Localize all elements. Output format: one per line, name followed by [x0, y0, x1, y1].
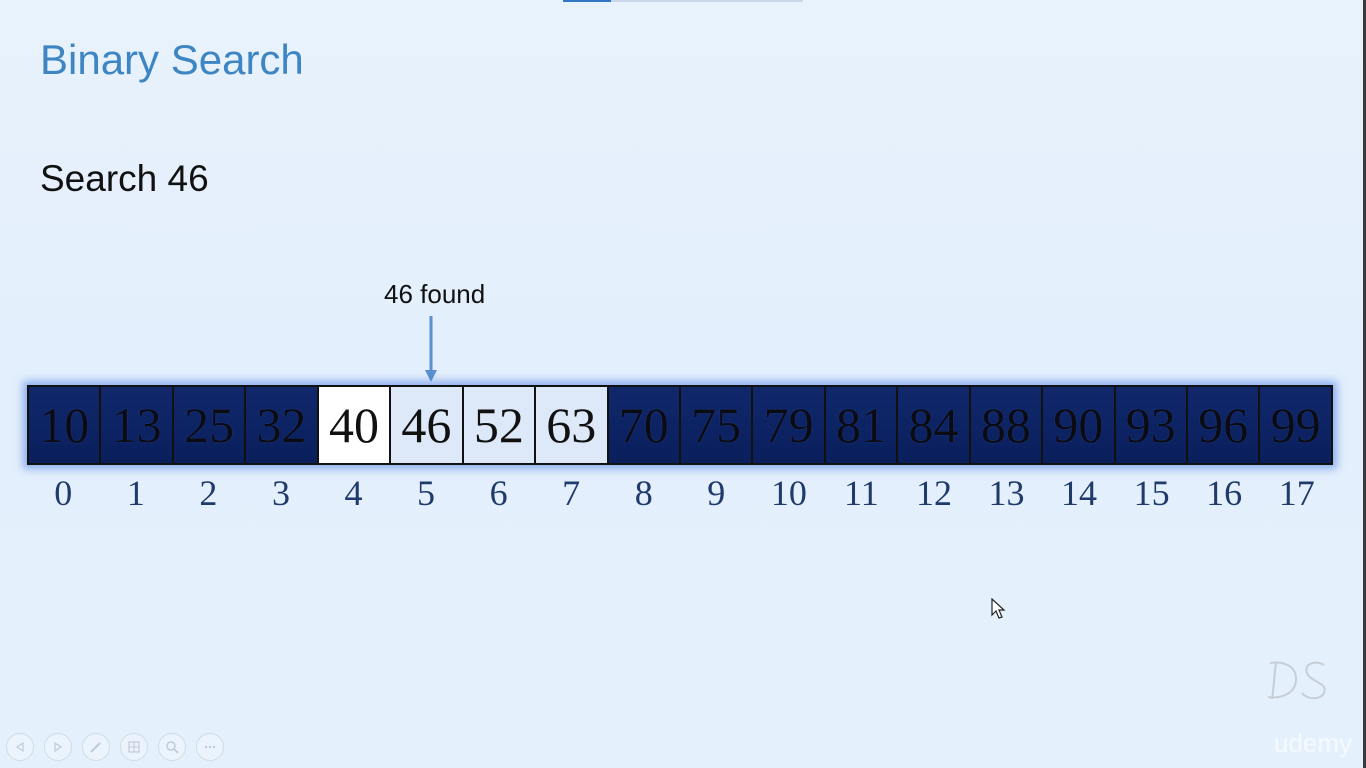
previous-icon	[15, 741, 24, 753]
next-slide-button[interactable]	[44, 733, 72, 761]
array-index-label: 0	[54, 473, 73, 513]
array-index-label: 7	[562, 473, 581, 513]
array-index-label: 6	[489, 473, 508, 513]
pen-tool-button[interactable]	[82, 733, 110, 761]
zoom-icon	[166, 741, 179, 754]
array-cell: 46	[389, 385, 464, 465]
array-index-label: 13	[988, 473, 1025, 513]
array-cell: 88	[968, 385, 1044, 465]
array-cell: 81	[823, 385, 899, 465]
slides-icon	[128, 741, 140, 753]
array-cell: 63	[534, 385, 609, 465]
ds-logo-icon	[1267, 661, 1326, 700]
array-cell: 99	[1258, 385, 1333, 465]
slide-progress-fill	[563, 0, 611, 2]
array-index-label: 10	[770, 473, 807, 513]
search-subtitle: Search 46	[40, 158, 209, 199]
array-index-label: 16	[1206, 473, 1243, 513]
down-arrow-icon	[425, 316, 437, 382]
array-cell: 32	[244, 385, 319, 465]
slideshow-controls	[6, 733, 224, 761]
array-cell: 79	[751, 385, 826, 465]
array-index-label: 15	[1133, 473, 1170, 513]
array-cell: 40	[316, 385, 392, 465]
array-index-label: 17	[1278, 473, 1315, 513]
array-index-label: 2	[199, 473, 218, 513]
array-cell: 90	[1041, 385, 1116, 465]
see-all-slides-button[interactable]	[120, 733, 148, 761]
array-index-label: 8	[634, 473, 653, 513]
array-index-label: 14	[1061, 473, 1098, 513]
array-cell: 25	[171, 385, 247, 465]
array-index-label: 5	[417, 473, 436, 513]
array-cell: 93	[1113, 385, 1188, 465]
window-edge	[1363, 0, 1366, 768]
udemy-watermark: udemy	[1274, 728, 1353, 758]
array-index-label: 1	[126, 473, 145, 513]
array-cell: 84	[896, 385, 971, 465]
array-cell: 52	[461, 385, 537, 465]
array-index-label: 11	[844, 473, 879, 513]
array-index-label: 9	[707, 473, 726, 513]
array-index-label: 4	[344, 473, 363, 513]
next-icon	[54, 741, 63, 753]
more-icon	[204, 745, 216, 749]
pen-icon	[90, 742, 101, 753]
slide-title: Binary Search	[40, 36, 304, 83]
more-options-button[interactable]	[196, 733, 224, 761]
found-label: 46 found	[384, 279, 486, 309]
array-cell: 75	[678, 385, 754, 465]
slide-progress-bar	[563, 0, 803, 2]
array-cell: 13	[99, 385, 174, 465]
array-cell: 70	[606, 385, 681, 465]
array-index-label: 12	[915, 473, 952, 513]
previous-slide-button[interactable]	[6, 733, 34, 761]
array-cell: 96	[1186, 385, 1261, 465]
array-cell: 10	[27, 385, 102, 465]
mouse-cursor-icon	[991, 598, 1006, 619]
array-index-label: 3	[271, 473, 290, 513]
zoom-button[interactable]	[158, 733, 186, 761]
